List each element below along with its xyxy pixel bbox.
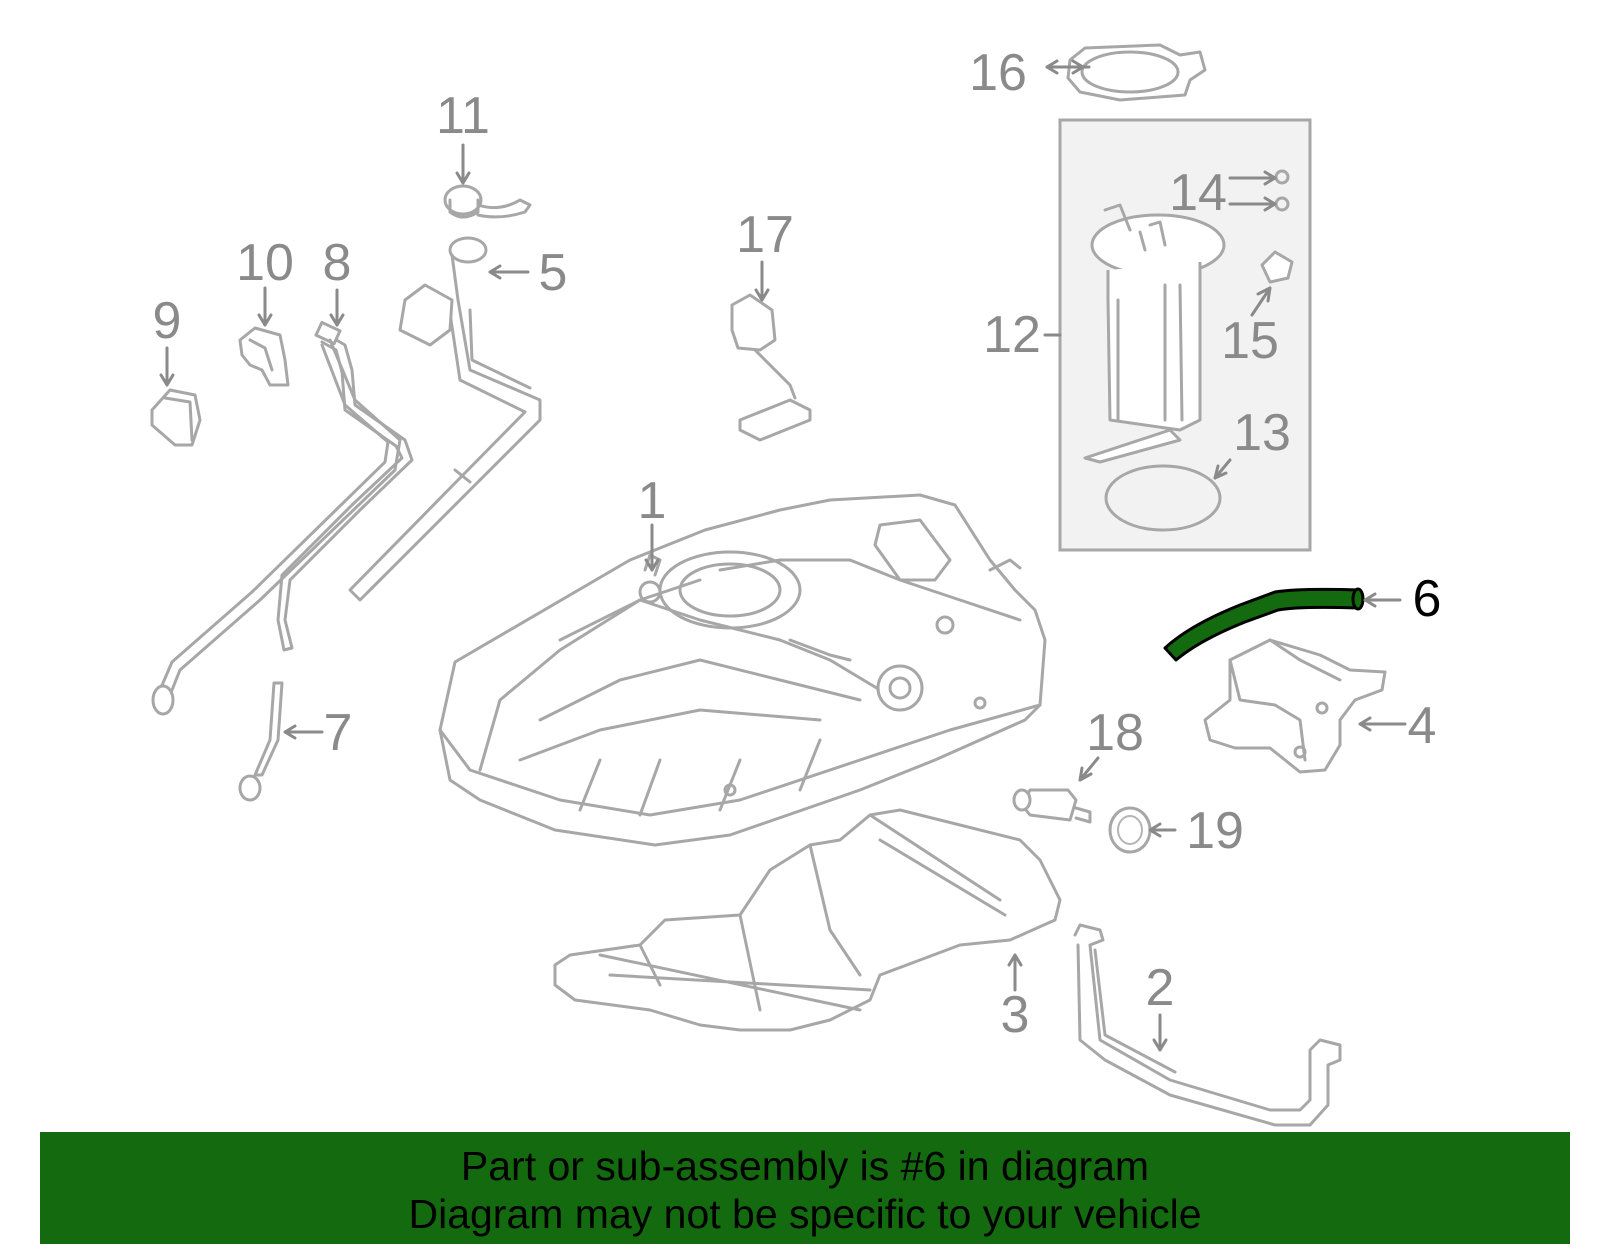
banner-line-2: Diagram may not be specific to your vehi…	[408, 1191, 1202, 1237]
callout-12: 12	[983, 306, 1041, 364]
callout-leaders	[159, 59, 1407, 1052]
callout-labels: 1 2 3 4 5 6 7 8 9 10 11 12 13 14 15 16 1…	[153, 44, 1442, 1044]
part-10-connector	[238, 326, 290, 387]
callout-2: 2	[1146, 959, 1175, 1017]
part-4-heat-shield	[1203, 638, 1387, 774]
part-18-fuel-filter	[1012, 788, 1092, 824]
info-banner: Part or sub-assembly is #6 in diagram Di…	[40, 1132, 1570, 1244]
callout-3: 3	[1001, 986, 1030, 1044]
callout-1: 1	[638, 472, 667, 530]
callout-4: 4	[1408, 697, 1437, 755]
callout-14: 14	[1169, 164, 1227, 222]
callout-5: 5	[539, 244, 568, 302]
callout-6: 6	[1413, 570, 1442, 628]
part-3-skid-plate	[553, 808, 1062, 1032]
callout-18: 18	[1086, 704, 1144, 762]
callout-16: 16	[969, 44, 1027, 102]
callout-13: 13	[1233, 404, 1291, 462]
part-2-tank-strap	[1073, 923, 1342, 1127]
callout-8: 8	[323, 234, 352, 292]
part-1-fuel-tank	[438, 493, 1047, 847]
part-7-rod	[238, 681, 284, 802]
callout-9: 9	[153, 292, 182, 350]
fuel-feed-line	[151, 338, 402, 716]
part-16-lock-ring	[1066, 43, 1207, 102]
callout-7: 7	[324, 704, 353, 762]
callout-17: 17	[736, 206, 794, 264]
part-17-level-sender	[730, 293, 812, 442]
part-11-fuel-cap	[443, 184, 532, 219]
part-9-clip	[150, 388, 202, 447]
banner-line-1: Part or sub-assembly is #6 in diagram	[460, 1143, 1150, 1189]
part-8-vent-tube	[276, 320, 414, 652]
callout-11: 11	[436, 87, 490, 145]
part-19-o-ring	[1108, 806, 1152, 854]
callout-10: 10	[236, 234, 294, 292]
part-6-hose-highlighted	[1163, 587, 1365, 662]
part-12-fuel-pump-module	[1058, 118, 1312, 552]
part-5-filler-pipe	[348, 236, 542, 602]
callout-19: 19	[1186, 802, 1244, 860]
callout-15: 15	[1221, 312, 1279, 370]
